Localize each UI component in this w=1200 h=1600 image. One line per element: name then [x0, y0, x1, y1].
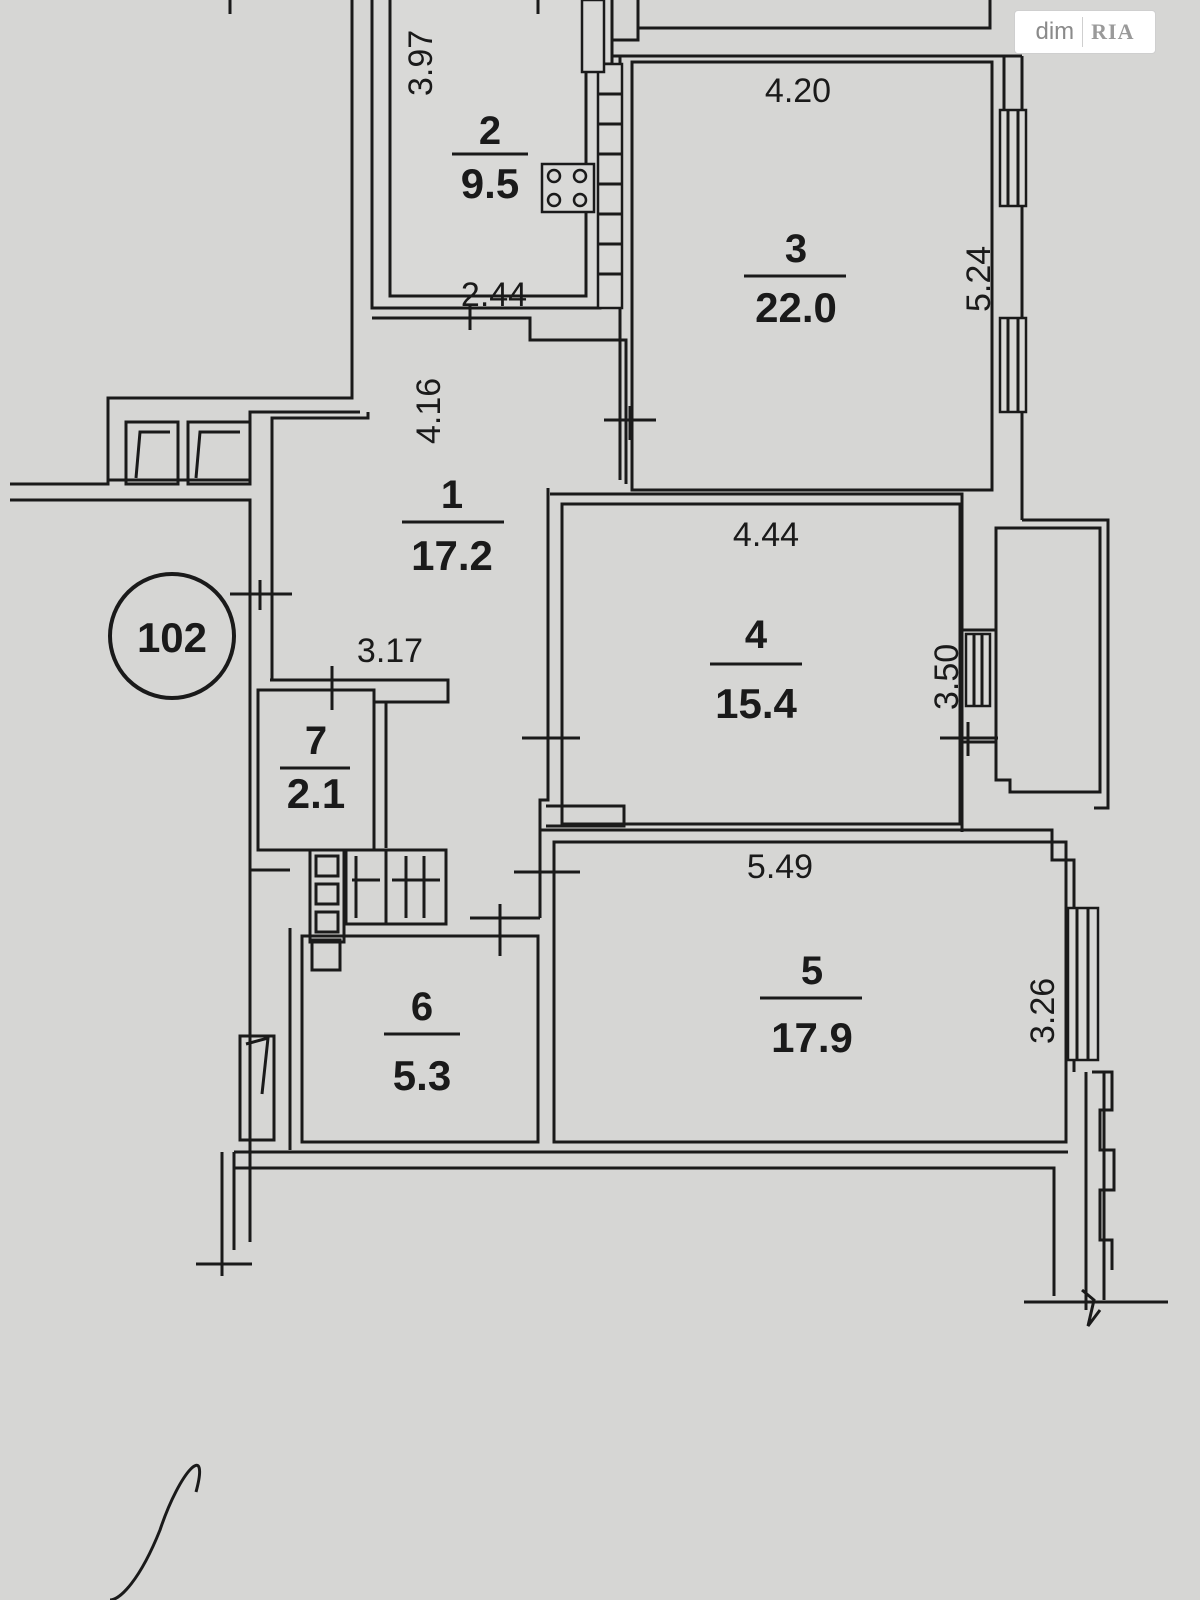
wall-balcony [994, 526, 1102, 794]
bathroom-fixtures [308, 848, 448, 972]
dimension-room1-height: 4.16 [410, 378, 448, 444]
room-label-1: 1 17.2 [402, 473, 504, 579]
stub-left [228, 0, 540, 14]
pen-scribble [109, 1463, 202, 1600]
room-number-5: 5 [801, 949, 823, 993]
apartment-marker: 102 [108, 572, 236, 700]
dimension-room7-width: 3.17 [357, 632, 423, 670]
windows [580, 0, 1116, 1270]
apartment-marker-circle [108, 572, 236, 700]
wall-room2-top [610, 0, 640, 42]
window-room3-upper [998, 108, 1028, 208]
wall-bottom-left [220, 1152, 236, 1260]
room-area-4: 15.4 [715, 680, 797, 727]
room-area-3: 22.0 [755, 284, 837, 331]
wall-top-right [636, 0, 992, 30]
wall-bottom [234, 1150, 1068, 1296]
wall-room6-outer [250, 868, 292, 1150]
end-mark-left [196, 1252, 252, 1276]
dimension-room4-height: 3.50 [928, 644, 966, 710]
apartment-marker-number: 102 [137, 614, 207, 661]
dimension-room2-height: 3.97 [402, 30, 440, 96]
room-number-7: 7 [305, 719, 327, 763]
dimension-room2-width: 2.44 [461, 276, 527, 314]
dimension-room5-height: 3.26 [1024, 978, 1062, 1044]
room-number-4: 4 [745, 613, 768, 657]
room-label-3: 3 22.0 [744, 227, 846, 331]
room-label-5: 5 17.9 [760, 949, 862, 1061]
window-room4 [964, 632, 992, 708]
stair-edge [1094, 1070, 1116, 1270]
room-area-1: 17.2 [411, 532, 493, 579]
room-label-2: 2 9.5 [452, 109, 528, 207]
room-number-6: 6 [411, 985, 433, 1029]
wall-break-mark [1081, 1288, 1102, 1327]
wall-room6 [300, 934, 540, 1144]
wall-room4-bottom [546, 804, 626, 828]
shaft-icon [124, 420, 252, 486]
room-area-6: 5.3 [393, 1052, 451, 1099]
watermark-logo-text: RIA [1091, 19, 1135, 44]
dimension-room4-width: 4.44 [733, 516, 799, 554]
wall-balcony-outer [1022, 518, 1110, 810]
wall-room1-right [538, 488, 550, 918]
window-room3-lower [998, 316, 1028, 414]
wall-cabinet-left [238, 1034, 276, 1142]
watermark-logo: dim RIA [1014, 10, 1156, 54]
room-area-7: 2.1 [287, 770, 345, 817]
room-number-1: 1 [441, 473, 463, 517]
window-room2-cells [598, 92, 622, 276]
watermark-text: dim [1035, 18, 1075, 45]
dimension-room3-width: 4.20 [765, 72, 831, 110]
wall-left-corridor-inner [10, 498, 252, 1242]
wall-shaft-outline [106, 398, 360, 482]
room-label-4: 4 15.4 [710, 613, 802, 727]
cabinet-left-diag [245, 1035, 270, 1095]
room-area-2: 9.5 [461, 160, 519, 207]
vent-top [580, 0, 606, 74]
fixtures [109, 162, 998, 1600]
room-label-7: 7 2.1 [280, 719, 350, 817]
wall-room3 [630, 60, 994, 492]
wall-room5 [552, 840, 1068, 1144]
wall-room7-top [270, 678, 450, 704]
wall-room1-left [270, 412, 370, 680]
room-area-5: 17.9 [771, 1014, 853, 1061]
opening-ticks [230, 306, 998, 956]
room-label-6: 6 5.3 [384, 985, 460, 1099]
dimension-labels: 3.97 2.44 4.20 5.24 4.16 4.44 3.50 3.17 … [357, 30, 1062, 1044]
dimension-room3-height: 5.24 [960, 246, 998, 312]
watermark-divider [1082, 17, 1084, 47]
window-room5 [1066, 906, 1100, 1062]
window-room2 [596, 62, 624, 310]
dimension-room5-width: 5.49 [747, 848, 813, 886]
stove-icon [540, 162, 596, 214]
wall-top-right2 [610, 40, 1022, 58]
room-number-3: 3 [785, 227, 807, 271]
room-labels: 2 9.5 3 22.0 1 17.2 4 15.4 7 2.1 5 17.9 [280, 109, 862, 1099]
room-number-2: 2 [479, 109, 501, 153]
wall-room4 [560, 502, 962, 826]
wall-room4-outer [550, 492, 964, 832]
